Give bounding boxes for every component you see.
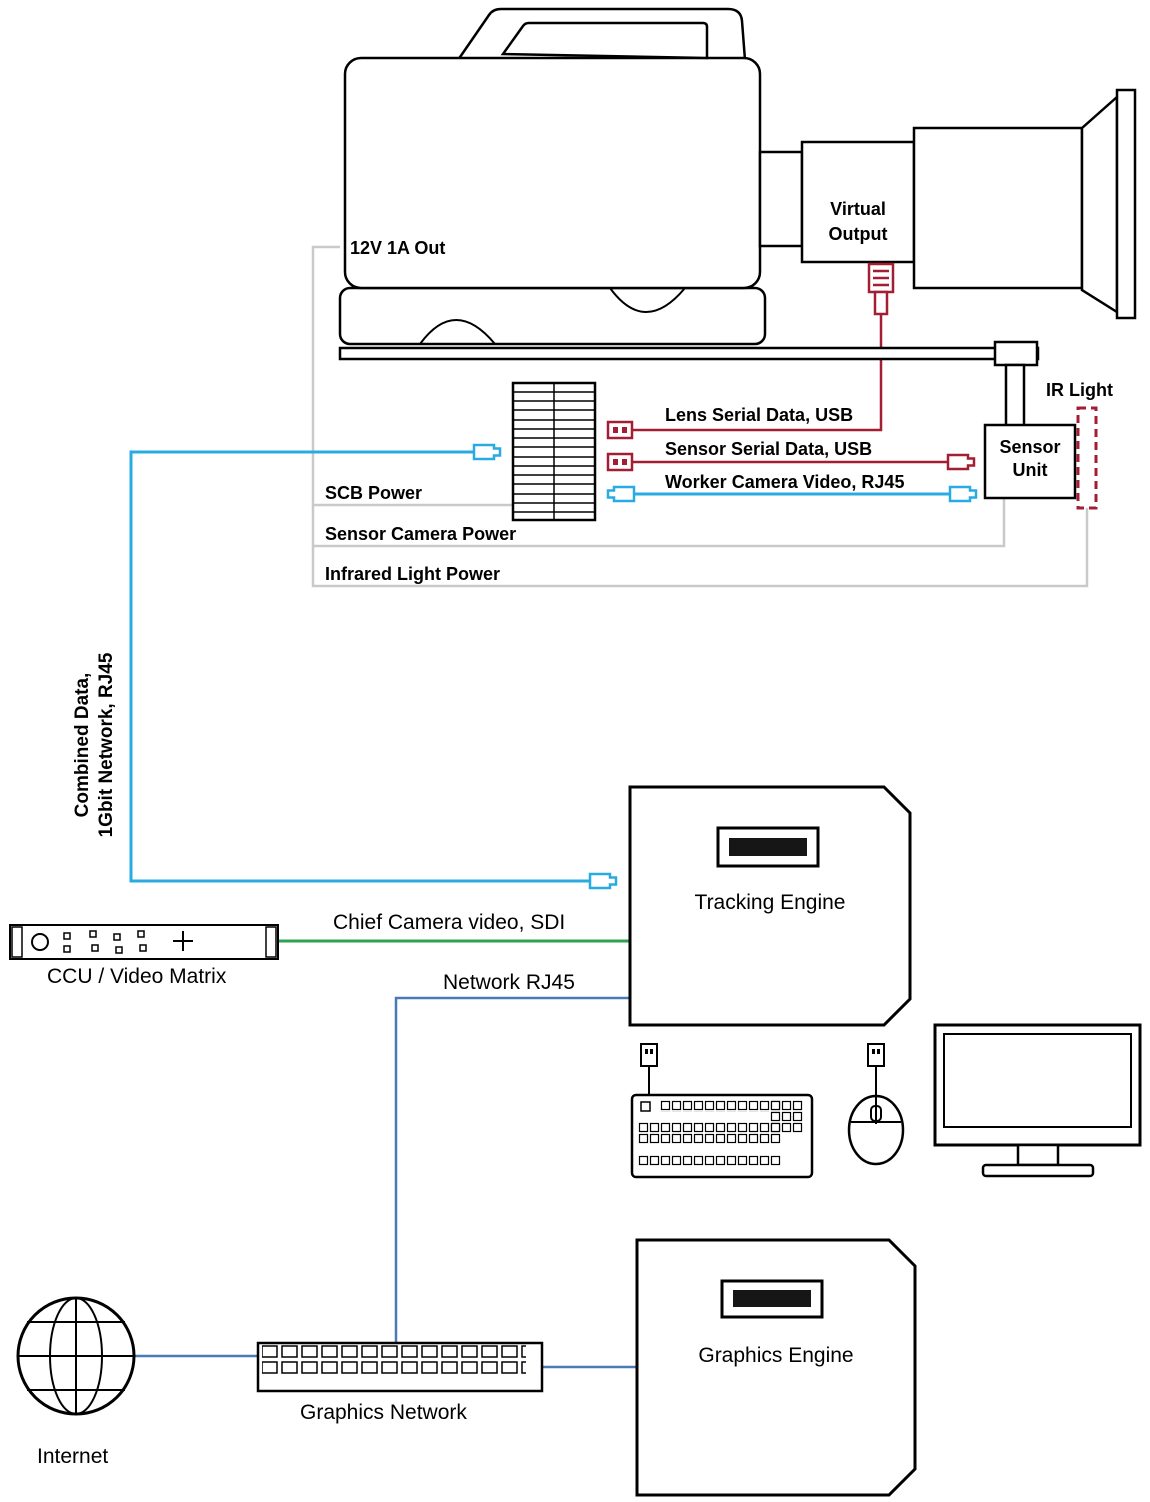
keyboard-usb-icon — [640, 1043, 658, 1067]
label-infrared-power: Infrared Light Power — [325, 564, 500, 584]
label-internet: Internet — [37, 1445, 108, 1468]
virtual-output-connector-icon — [867, 262, 895, 316]
lens-hood-rim — [1115, 88, 1137, 320]
camera-base-plate — [338, 286, 767, 346]
sensor-rod — [1004, 363, 1026, 429]
scb-box — [511, 381, 597, 522]
mouse-body — [847, 1094, 905, 1166]
label-virtual-output-2: Output — [829, 224, 888, 244]
label-combined-data-2: 1Gbit Network, RJ45 — [96, 652, 117, 837]
label-tracking-engine: Tracking Engine — [695, 891, 846, 914]
worker-rj45-scb-icon — [606, 485, 636, 503]
base-curve-left — [419, 319, 496, 345]
camera-handle-hole — [500, 21, 709, 60]
label-sensor-serial: Sensor Serial Data, USB — [665, 439, 872, 459]
label-sensor-unit-2: Unit — [1013, 460, 1048, 480]
combined-data-line — [129, 450, 590, 883]
label-graphics-engine: Graphics Engine — [698, 1344, 853, 1367]
lens-serial-usb-icon — [606, 420, 652, 440]
monitor-screen — [943, 1033, 1132, 1128]
label-virtual-output-1: Virtual — [830, 199, 886, 219]
scb-slats — [513, 391, 595, 513]
sensor-serial-usb-icon — [606, 452, 634, 472]
label-scb-power: SCB Power — [325, 483, 422, 503]
monitor-icon — [933, 1023, 1142, 1178]
monitor-bezel — [933, 1023, 1142, 1147]
label-worker-video: Worker Camera Video, RJ45 — [665, 472, 904, 492]
lens-hood-flare — [1080, 94, 1119, 315]
worker-rj45-sensor-icon — [948, 485, 978, 503]
label-12v-out: 12V 1A Out — [350, 238, 445, 258]
ccu-chassis — [9, 924, 279, 960]
sensor-serial-plug-icon — [946, 453, 976, 471]
ccu-ear-right — [265, 926, 277, 958]
label-combined-data-1: Combined Data, — [72, 673, 93, 818]
label-sensor-unit-1: Sensor — [999, 437, 1060, 457]
keyboard-icon — [630, 1043, 814, 1179]
camera-illustration — [338, 7, 1137, 429]
power-cables — [311, 245, 1089, 588]
labels: 12V 1A Out Virtual Output IR Light Senso… — [37, 199, 1113, 1468]
mouse-icon — [847, 1043, 905, 1166]
base-curve-right — [609, 287, 686, 313]
switch-ports-bottom — [262, 1360, 526, 1376]
sensor-unit-box — [983, 423, 1077, 500]
tracking-engine-box — [628, 785, 912, 1027]
graphics-engine-slot-inner — [733, 1290, 811, 1307]
ccu-ear-left — [11, 926, 23, 958]
lens-mount — [758, 150, 804, 248]
camera-rail — [338, 346, 1040, 361]
combined-rj45-scb-icon — [472, 443, 502, 461]
label-network-rj45: Network RJ45 — [443, 971, 575, 994]
graphics-network-switch — [256, 1341, 544, 1393]
graphics-engine-box — [635, 1238, 917, 1497]
ccu-cross — [173, 931, 193, 951]
mouse-scroll-wheel — [870, 1105, 882, 1122]
combined-rj45-engine-icon — [588, 872, 618, 890]
label-ccu: CCU / Video Matrix — [47, 965, 227, 988]
label-ir-light: IR Light — [1046, 380, 1113, 400]
ccu-device — [9, 924, 279, 960]
tracking-engine-slot-inner — [729, 838, 807, 856]
sensor-unit — [983, 406, 1098, 510]
graphics-engine-device — [635, 1238, 917, 1497]
label-chief-video: Chief Camera video, SDI — [333, 911, 565, 934]
ccu-knob — [31, 933, 49, 951]
label-graphics-network: Graphics Network — [300, 1401, 467, 1424]
switch-ports-top — [262, 1344, 526, 1360]
infrared-power-line — [311, 507, 1089, 588]
ir-light-panel — [1076, 406, 1098, 510]
rail-clamp — [993, 340, 1039, 367]
monitor-base — [981, 1163, 1095, 1178]
scb-power-line — [311, 245, 512, 507]
label-lens-serial: Lens Serial Data, USB — [665, 405, 853, 425]
label-sensor-camera-power: Sensor Camera Power — [325, 524, 516, 544]
internet-globe-icon — [16, 1296, 136, 1416]
network-rj45-line — [394, 996, 630, 1343]
lens-barrel-front — [912, 126, 1084, 290]
monitor-stand — [1016, 1143, 1060, 1167]
tracking-engine-device — [628, 785, 912, 1027]
mouse-usb-icon — [867, 1043, 885, 1067]
lens-barrel-rear — [800, 140, 916, 264]
connectors — [472, 262, 978, 890]
sensor-camera-power-line — [311, 497, 1006, 548]
